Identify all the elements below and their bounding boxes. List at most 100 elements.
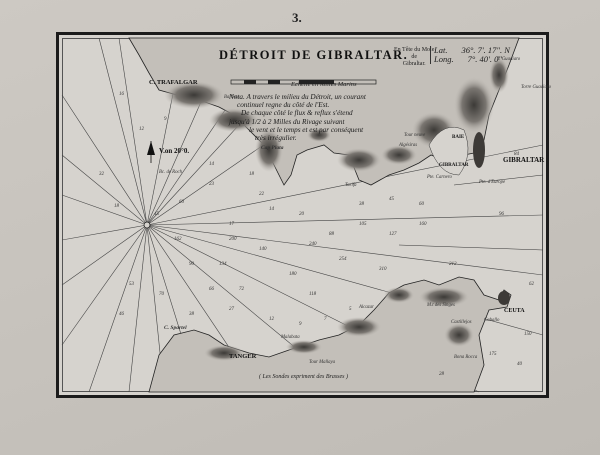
label-alcazar: Alcazar <box>359 305 374 310</box>
svg-text:62: 62 <box>529 282 535 287</box>
svg-text:14: 14 <box>209 162 215 167</box>
longitude-label: Long. <box>434 54 454 64</box>
label-tour-guadiaro: T. Guadiaro <box>497 57 521 62</box>
plate-number: 3. <box>292 10 302 25</box>
compass-center <box>143 221 151 229</box>
magnetic-variation: V.on 20°0. <box>159 147 190 155</box>
svg-text:140: 140 <box>259 247 267 252</box>
svg-text:200: 200 <box>229 237 237 242</box>
svg-text:32: 32 <box>99 172 105 177</box>
svg-text:53: 53 <box>129 282 135 287</box>
svg-text:17: 17 <box>229 222 235 227</box>
north-arrow-icon <box>147 141 155 163</box>
label-malabata: Malabata <box>281 335 300 340</box>
reference-line-2: de <box>411 54 418 60</box>
label-bona-rocca: Bona Rocca <box>454 355 478 360</box>
svg-text:88: 88 <box>329 232 335 237</box>
scale-label: Echelle en Milles Marins <box>291 81 357 88</box>
morocco-coastline <box>148 276 512 393</box>
label-tarifa: Tarifa <box>345 183 357 188</box>
svg-text:175: 175 <box>489 352 497 357</box>
svg-text:150: 150 <box>524 332 532 337</box>
label-barbate: Barbate <box>224 95 240 100</box>
reference-point: En Tête du Mole de Gibraltar. <box>394 47 434 68</box>
svg-text:118: 118 <box>309 292 317 297</box>
svg-text:162: 162 <box>174 237 182 242</box>
svg-text:160: 160 <box>419 222 427 227</box>
svg-text:38: 38 <box>189 312 195 317</box>
svg-text:22: 22 <box>259 192 265 197</box>
svg-text:38: 38 <box>359 202 365 207</box>
svg-text:45: 45 <box>389 197 395 202</box>
svg-text:12: 12 <box>139 127 145 132</box>
latitude-value: 36°. 7'. 17". N <box>461 45 510 55</box>
soundings-note: ( Les Sondes expriment des Brasses ) <box>259 374 348 380</box>
svg-text:240: 240 <box>309 242 317 247</box>
svg-text:18: 18 <box>249 172 255 177</box>
svg-text:9: 9 <box>164 117 167 122</box>
svg-text:46: 46 <box>119 312 125 317</box>
label-monte-apes: M.t des Singes <box>427 303 455 308</box>
svg-text:105: 105 <box>359 222 367 227</box>
coordinates: Lat. 36°. 7'. 17". N Long. 7°. 40'. 0" <box>430 46 510 64</box>
label-tour-neuve: Tour neuve <box>404 133 426 138</box>
note-line: De chaque côté le flux & reflux s'étend <box>241 109 353 118</box>
compass-rose-lines <box>61 37 544 393</box>
svg-text:70: 70 <box>159 292 165 297</box>
note-line: continuel regne du côté de l'Est. <box>237 101 330 110</box>
reference-line-3: Gibraltar. <box>402 61 426 67</box>
label-trafalgar: C. TRAFALGAR <box>149 79 198 86</box>
svg-text:7: 7 <box>324 317 327 322</box>
svg-text:27: 27 <box>229 307 235 312</box>
label-tanger: TANGER <box>229 353 257 360</box>
svg-text:72: 72 <box>239 287 245 292</box>
note-line: très irrégulier. <box>255 134 297 143</box>
label-algeciras: Algésiras <box>399 143 418 148</box>
svg-text:18: 18 <box>114 204 120 209</box>
svg-text:28: 28 <box>439 372 445 377</box>
label-torre-guadiaro: Torre Guadiaro <box>521 85 551 90</box>
reference-line-1: En Tête du Mole <box>394 47 435 53</box>
label-spartel: C. Spartel <box>164 325 187 331</box>
svg-text:60: 60 <box>179 200 185 205</box>
svg-text:90: 90 <box>189 262 195 267</box>
longitude-value: 7°. 40'. 0" <box>467 54 502 64</box>
svg-text:5: 5 <box>349 307 352 312</box>
label-ceuta: CEUTA <box>504 308 525 314</box>
label-europa: Pte. d'Europe <box>479 180 506 185</box>
note-line: Nota. A travers le milieu du Détroit, un… <box>229 93 366 101</box>
svg-text:60: 60 <box>419 202 425 207</box>
svg-text:134: 134 <box>219 262 227 267</box>
svg-text:9: 9 <box>299 322 302 327</box>
svg-text:212: 212 <box>449 262 457 267</box>
svg-text:180: 180 <box>289 272 297 277</box>
label-bay: BAIE <box>452 135 465 140</box>
svg-text:16: 16 <box>119 92 125 97</box>
label-gibraltar-town: GIBRALTAR <box>439 163 469 168</box>
label-caballo: Caballo <box>484 318 500 323</box>
svg-text:84: 84 <box>514 152 520 157</box>
svg-text:23: 23 <box>209 182 215 187</box>
scale-bar <box>230 79 377 85</box>
svg-text:310: 310 <box>379 267 387 272</box>
label-cap-plata: Cap Plata <box>261 145 284 151</box>
svg-text:45: 45 <box>154 212 160 217</box>
note-line: jusqu'à 1/2 à 2 Milles du Rivage suivant <box>229 117 345 126</box>
note-line: le vent et le temps et est par conséquen… <box>249 125 364 134</box>
map-title: DÉTROIT DE GIBRALTAR. <box>219 48 409 62</box>
spain-coastline <box>128 37 520 186</box>
label-bac-de-roch: Bc. de Roch <box>159 170 183 175</box>
svg-text:254: 254 <box>339 257 347 262</box>
label-castillejos: Castillejos <box>451 320 472 325</box>
svg-text:127: 127 <box>389 232 397 237</box>
current-note: Nota. A travers le milieu du Détroit, un… <box>229 93 389 142</box>
label-gibraltar: GIBRALTAR <box>503 156 545 164</box>
latitude-label: Lat. <box>434 45 448 55</box>
svg-text:40: 40 <box>517 362 523 367</box>
svg-text:96: 96 <box>499 212 505 217</box>
label-pointe-carnero: Pte. Carnero <box>427 175 452 180</box>
svg-text:20: 20 <box>299 212 305 217</box>
